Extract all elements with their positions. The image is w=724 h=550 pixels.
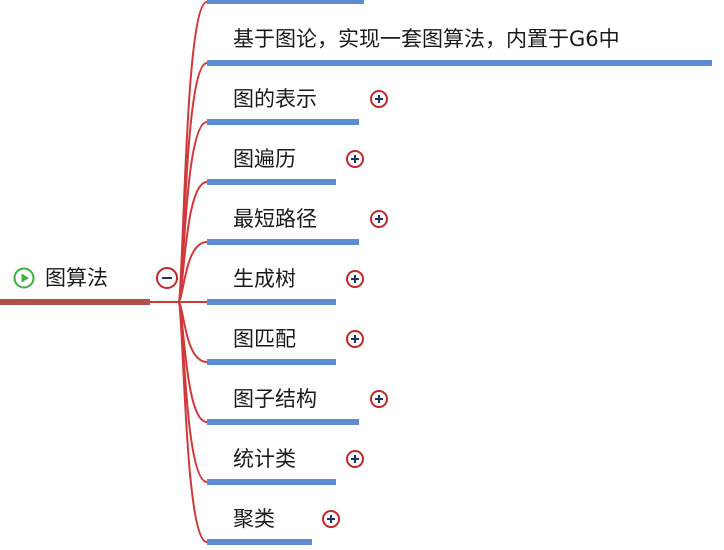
plus-circle-icon[interactable] bbox=[346, 450, 364, 468]
branch-label-clustering[interactable]: 聚类 bbox=[233, 507, 275, 531]
branch-label-graph-representation[interactable]: 图的表示 bbox=[233, 87, 317, 111]
plus-circle-icon[interactable] bbox=[370, 90, 388, 108]
branch-underline-shortest-path bbox=[207, 239, 359, 245]
minus-circle-icon[interactable] bbox=[156, 267, 178, 289]
branch-underline-graph-traversal bbox=[207, 179, 336, 185]
branch-label-spanning-tree[interactable]: 生成树 bbox=[233, 267, 296, 291]
branch-underline-spanning-tree bbox=[207, 299, 336, 305]
plus-circle-icon[interactable] bbox=[346, 270, 364, 288]
branch-label-subgraph-structure[interactable]: 图子结构 bbox=[233, 387, 317, 411]
branch-underline-subgraph-structure bbox=[207, 419, 359, 425]
root-node-label[interactable]: 图算法 bbox=[45, 266, 108, 290]
play-circle-icon[interactable] bbox=[13, 267, 35, 289]
partial-top-underline bbox=[207, 0, 364, 4]
plus-circle-icon[interactable] bbox=[346, 330, 364, 348]
plus-circle-icon[interactable] bbox=[370, 390, 388, 408]
plus-circle-icon[interactable] bbox=[346, 150, 364, 168]
branch-label-statistics[interactable]: 统计类 bbox=[233, 447, 296, 471]
root-underline bbox=[0, 299, 150, 305]
plus-circle-icon[interactable] bbox=[370, 210, 388, 228]
branch-label-graph-traversal[interactable]: 图遍历 bbox=[233, 147, 296, 171]
branch-underline-graph-matching bbox=[207, 359, 336, 365]
branch-label-description[interactable]: 基于图论，实现一套图算法，内置于G6中 bbox=[233, 27, 620, 51]
connector-statistics bbox=[177, 301, 208, 483]
branch-underline-clustering bbox=[207, 539, 312, 545]
branch-label-graph-matching[interactable]: 图匹配 bbox=[233, 327, 296, 351]
branch-label-shortest-path[interactable]: 最短路径 bbox=[233, 207, 317, 231]
plus-circle-icon[interactable] bbox=[322, 510, 340, 528]
connector-shortest-path bbox=[177, 241, 208, 303]
branch-underline-graph-representation bbox=[207, 119, 359, 125]
branch-underline-description bbox=[207, 60, 712, 66]
connector-clustering bbox=[177, 301, 208, 543]
branch-underline-statistics bbox=[207, 479, 336, 485]
connector-partial-top bbox=[177, 1, 208, 303]
